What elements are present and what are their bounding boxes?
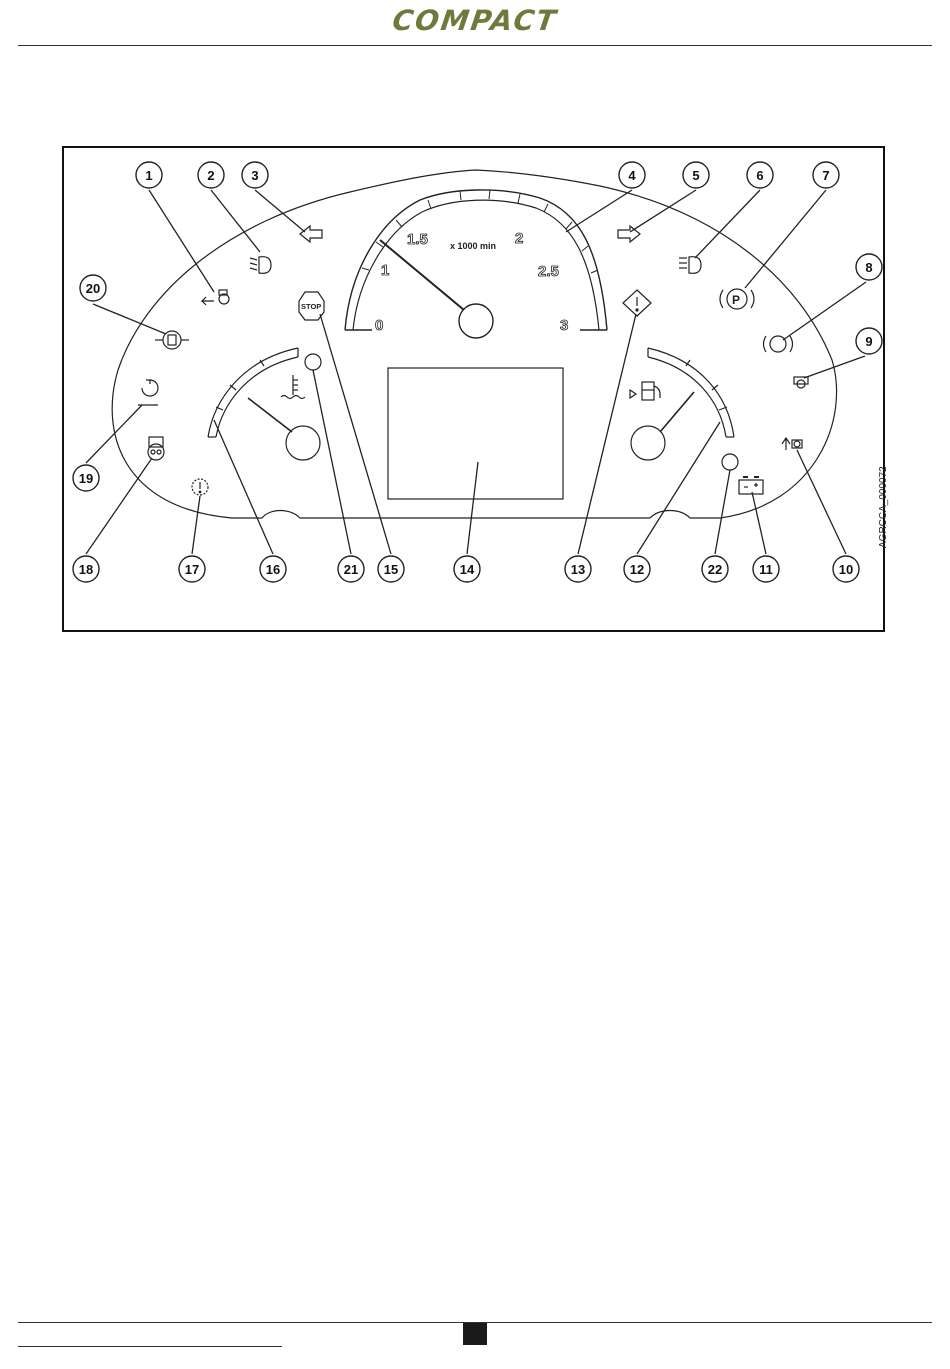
left-turn-arrow-icon bbox=[300, 226, 322, 242]
svg-text:14: 14 bbox=[460, 562, 475, 577]
tach-arc-outer bbox=[345, 190, 607, 330]
high-beam-icon bbox=[679, 257, 701, 274]
callouts: 1 2 3 4 5 6 7 8 9 10 11 12 13 14 15 16 1… bbox=[73, 162, 882, 582]
fuel-gauge-hub bbox=[631, 426, 665, 460]
general-warning-icon bbox=[623, 290, 651, 316]
svg-text:18: 18 bbox=[79, 562, 93, 577]
svg-text:15: 15 bbox=[384, 562, 398, 577]
tach-label-1-5: 1.5 bbox=[407, 231, 428, 248]
coolant-temp-icon bbox=[281, 375, 305, 399]
svg-text:6: 6 bbox=[756, 168, 763, 183]
svg-text:STOP: STOP bbox=[301, 302, 321, 311]
low-beam-icon bbox=[250, 257, 271, 274]
tach-label-3: 3 bbox=[560, 317, 568, 334]
indicator-light-21 bbox=[305, 354, 321, 370]
temp-gauge-arc-inner bbox=[216, 357, 298, 437]
svg-text:1: 1 bbox=[145, 168, 152, 183]
svg-text:3: 3 bbox=[251, 168, 258, 183]
svg-text:5: 5 bbox=[692, 168, 699, 183]
svg-text:2: 2 bbox=[207, 168, 214, 183]
fuel-gauge-needle bbox=[660, 392, 694, 432]
svg-text:P: P bbox=[732, 293, 740, 307]
svg-text:16: 16 bbox=[266, 562, 280, 577]
svg-text:19: 19 bbox=[79, 471, 93, 486]
tach-unit: x 1000 min bbox=[450, 241, 496, 251]
tach-label-2-5: 2.5 bbox=[538, 263, 559, 280]
tach-hub bbox=[459, 304, 493, 338]
trailer-brake-icon bbox=[148, 437, 164, 460]
figure-id-label: AGRCCA_000072 bbox=[878, 458, 892, 548]
tach-arc-inner bbox=[353, 200, 599, 330]
fuel-icon bbox=[630, 382, 660, 400]
tach-label-2: 2 bbox=[515, 230, 523, 247]
svg-text:9: 9 bbox=[865, 334, 872, 349]
parking-brake-icon: P bbox=[720, 289, 754, 309]
footer-short-rule bbox=[18, 1346, 282, 1347]
page-marker bbox=[463, 1323, 487, 1345]
svg-text:4: 4 bbox=[628, 168, 636, 183]
pto-rear-icon bbox=[138, 380, 158, 405]
svg-text:12: 12 bbox=[630, 562, 644, 577]
temp-gauge-needle bbox=[248, 398, 292, 432]
brake-warning-icon bbox=[764, 336, 793, 352]
svg-text:13: 13 bbox=[571, 562, 585, 577]
temp-gauge-hub bbox=[286, 426, 320, 460]
dashboard-outline bbox=[112, 170, 836, 518]
tractor-icon bbox=[202, 290, 229, 305]
svg-text:17: 17 bbox=[185, 562, 199, 577]
svg-text:21: 21 bbox=[344, 562, 358, 577]
svg-text:20: 20 bbox=[86, 281, 100, 296]
battery-icon bbox=[739, 477, 763, 494]
svg-text:10: 10 bbox=[839, 562, 853, 577]
svg-text:8: 8 bbox=[865, 260, 872, 275]
transmission-warning-icon bbox=[192, 479, 208, 495]
differential-lock-icon bbox=[794, 377, 808, 388]
four-wheel-drive-icon bbox=[155, 331, 189, 349]
svg-text:11: 11 bbox=[759, 562, 773, 577]
tach-label-1: 1 bbox=[381, 262, 389, 279]
tach-label-0: 0 bbox=[375, 317, 383, 334]
indicator-light-22 bbox=[722, 454, 738, 470]
svg-text:22: 22 bbox=[708, 562, 722, 577]
tach-segments bbox=[362, 190, 598, 273]
svg-text:7: 7 bbox=[822, 168, 829, 183]
hydraulic-lift-icon bbox=[782, 438, 802, 450]
instrument-cluster-diagram: 0 1 1.5 2 2.5 3 x 1000 min bbox=[0, 0, 950, 700]
